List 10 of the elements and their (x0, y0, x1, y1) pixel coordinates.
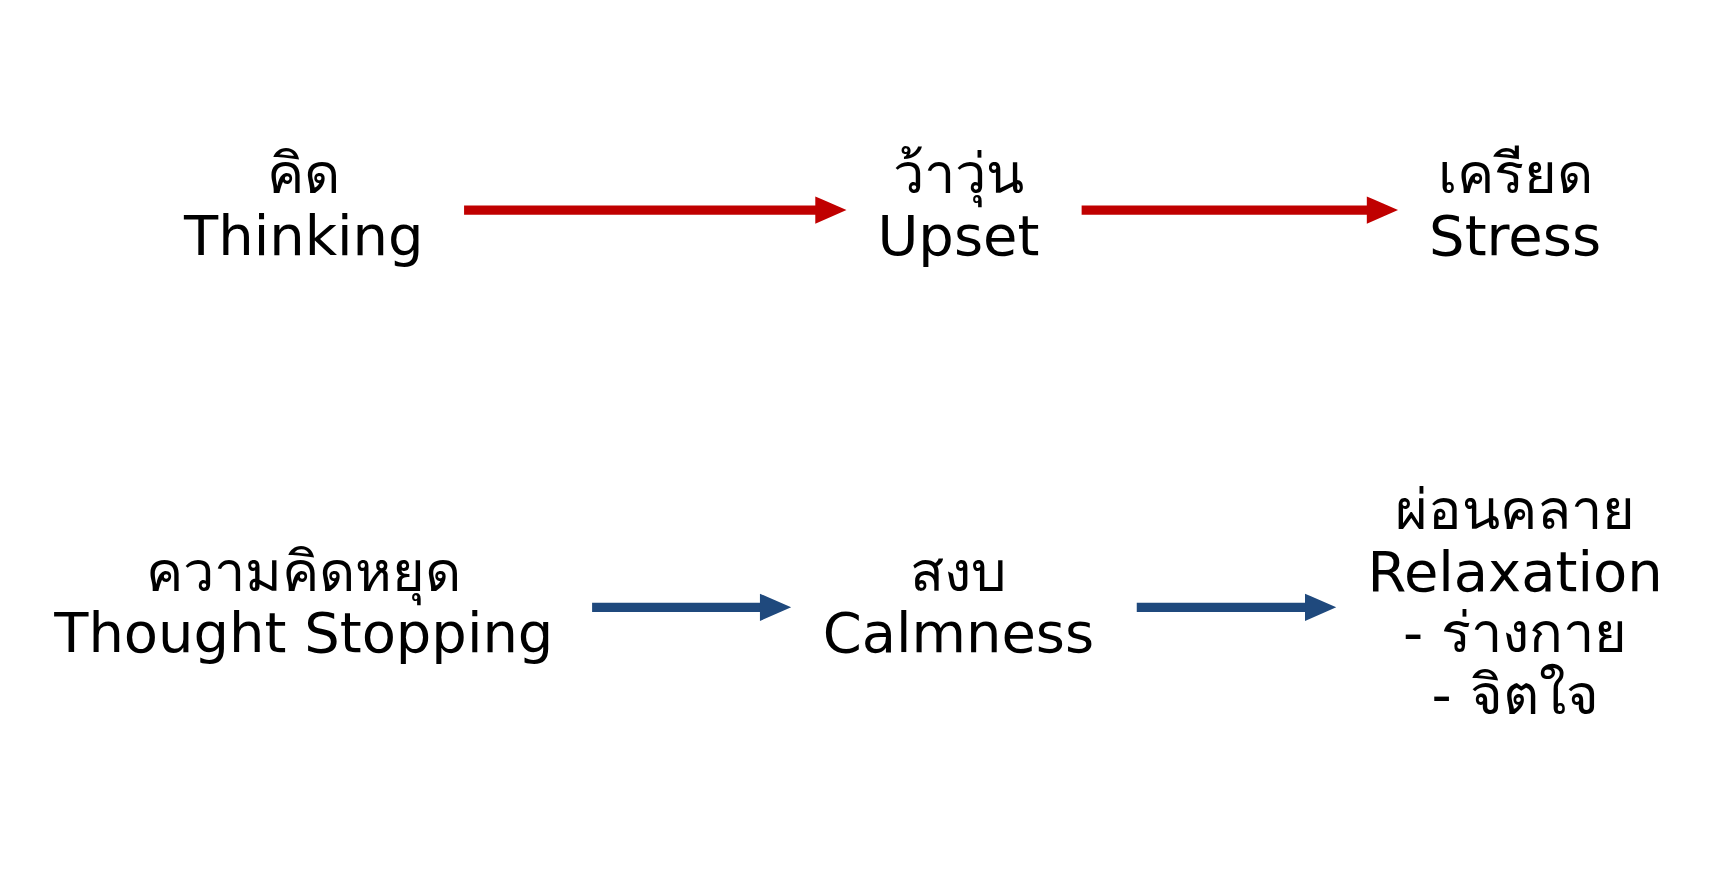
node-text: ว้าวุ่น Upset (877, 140, 1040, 268)
arrow (1136, 593, 1337, 621)
node-text: ผ่อนคลาย Relaxation - ร่างกาย - จิตใจ (1367, 476, 1663, 727)
arrow (464, 195, 847, 224)
arrow (1081, 195, 1399, 224)
arrow (592, 593, 792, 621)
node-text: เครียด Stress (1429, 140, 1602, 268)
node-text: คิด Thinking (184, 140, 424, 268)
node-text: ความคิดหยุด Thought Stopping (54, 538, 554, 665)
node-text: สงบ Calmness (822, 538, 1095, 665)
